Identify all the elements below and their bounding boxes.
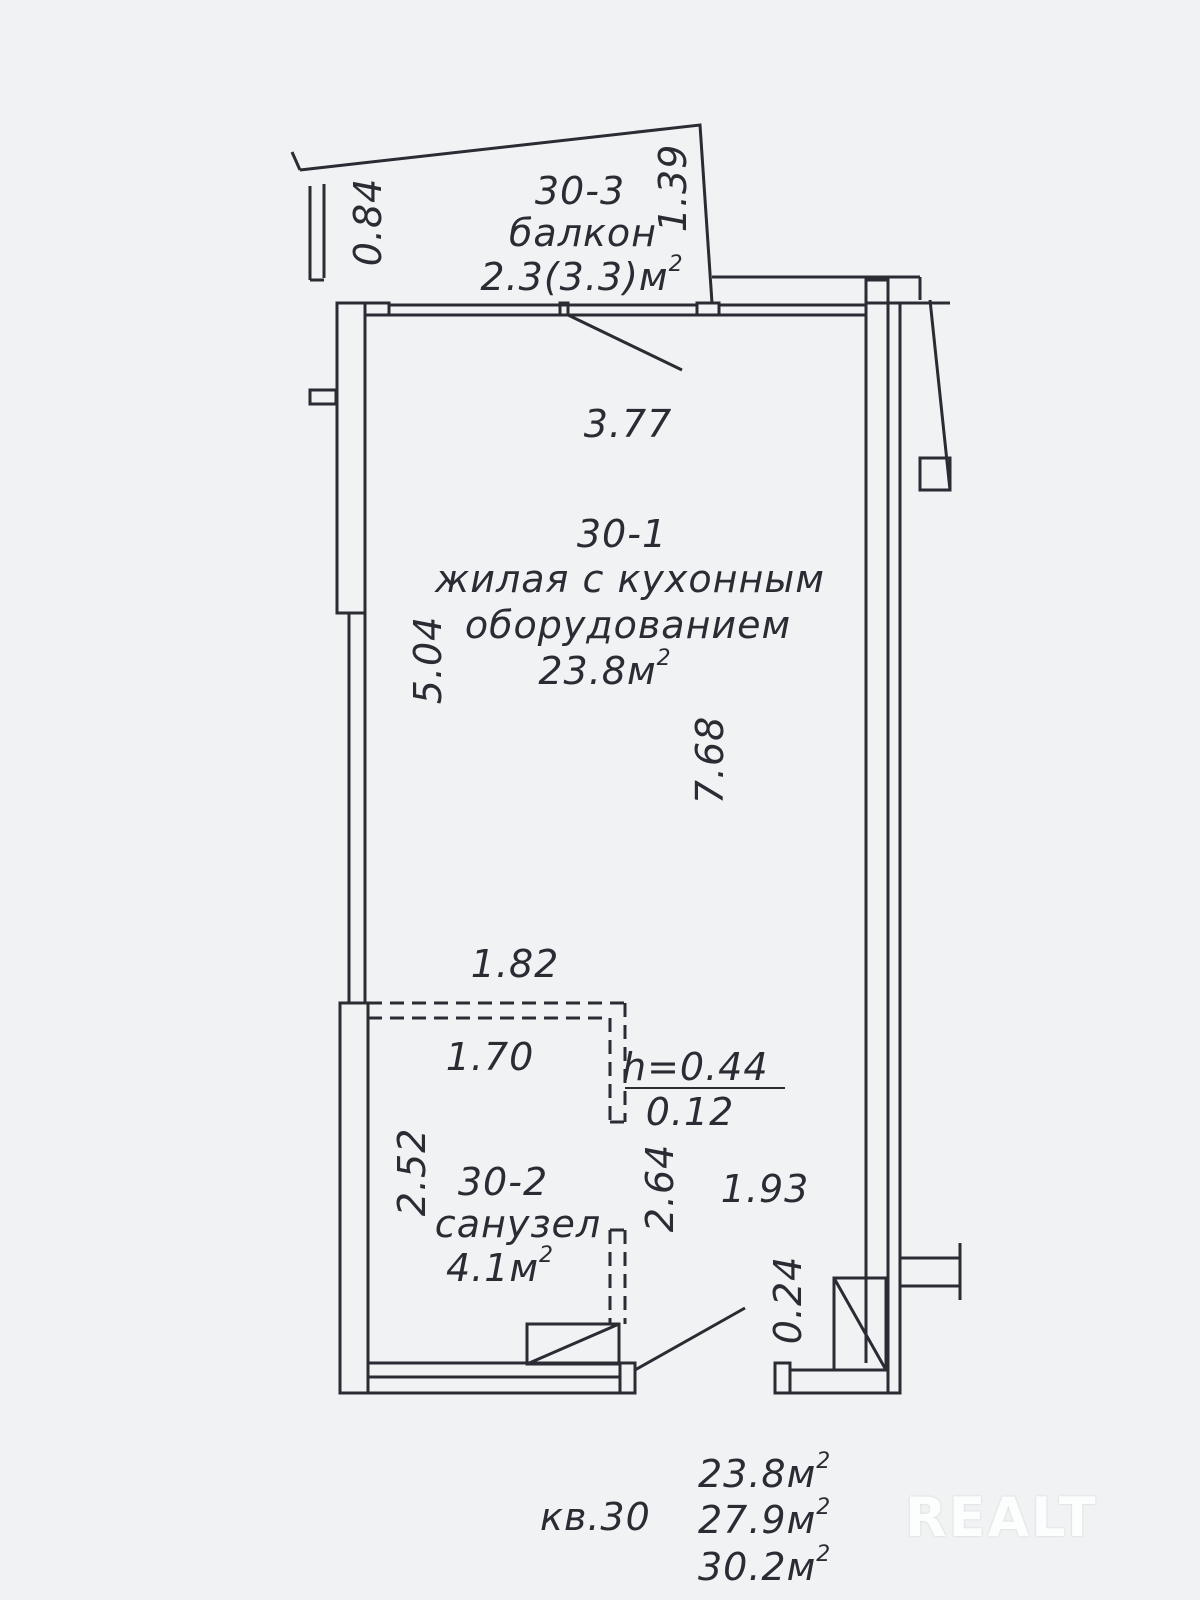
balcony-outline	[290, 123, 920, 406]
dim-step-depth: 0.12	[645, 1090, 735, 1134]
summary-area-living: 23.8м2	[698, 1451, 831, 1496]
bathroom-area: 4.1м2	[445, 1245, 554, 1290]
summary-area-with-balcony-value: 30.2м	[698, 1545, 817, 1589]
apartment-number: кв.30	[540, 1495, 651, 1539]
top-wall	[363, 277, 922, 372]
summary-area-with-balcony-sup: 2	[816, 1542, 832, 1567]
dim-left-wall: 5.04	[406, 615, 450, 705]
balcony-area: 2.3(3.3)м2	[480, 254, 683, 299]
realt-watermark-logo: REALT	[905, 1486, 1098, 1549]
summary-area-with-balcony: 30.2м2	[698, 1544, 831, 1589]
dim-duct: 0.24	[766, 1255, 810, 1345]
living-area: 23.8м2	[538, 648, 671, 693]
dim-living-width: 3.77	[583, 402, 673, 446]
living-area-unit-sup: 2	[656, 646, 672, 671]
ventilation-shaft	[525, 1276, 888, 1372]
living-area-value: 23.8м	[538, 649, 657, 693]
dim-bath-left: 2.52	[390, 1127, 434, 1217]
summary-area-living-sup: 2	[816, 1449, 832, 1474]
living-name-line1: жилая с кухонным	[435, 557, 825, 601]
summary-area-living-value: 23.8м	[698, 1452, 817, 1496]
left-wall	[335, 301, 370, 1395]
dim-bath-top-inner: 1.70	[445, 1035, 535, 1079]
summary-area-total-sup: 2	[816, 1495, 832, 1520]
bathroom-id: 30-2	[457, 1160, 549, 1204]
dim-balcony-right: 1.39	[651, 143, 695, 233]
dim-living-length: 7.68	[688, 715, 732, 805]
balcony-area-value: 2.3(3.3)м	[480, 255, 669, 299]
summary-area-total: 27.9м2	[698, 1497, 831, 1542]
dim-corridor-width: 1.93	[720, 1167, 810, 1211]
living-id: 30-1	[576, 512, 668, 556]
bathroom-name: санузел	[434, 1202, 602, 1246]
bathroom-area-unit-sup: 2	[539, 1243, 555, 1268]
dim-balcony-left: 0.84	[346, 177, 390, 267]
dim-step-height: h=0.44	[622, 1045, 769, 1089]
bottom-wall	[340, 1306, 900, 1395]
living-name-line2: оборудованием	[464, 603, 792, 647]
right-wall	[864, 299, 962, 1395]
summary-area-total-value: 27.9м	[698, 1498, 817, 1542]
bathroom-area-value: 4.1м	[445, 1246, 540, 1290]
dim-bath-top-outer: 1.82	[470, 942, 560, 986]
dim-bath-right: 2.64	[638, 1143, 682, 1233]
bathroom-partition-dashed	[368, 1001, 627, 1324]
balcony-area-unit-sup: 2	[668, 252, 684, 277]
balcony-id: 30-3	[534, 169, 626, 213]
balcony-name: балкон	[508, 211, 658, 255]
